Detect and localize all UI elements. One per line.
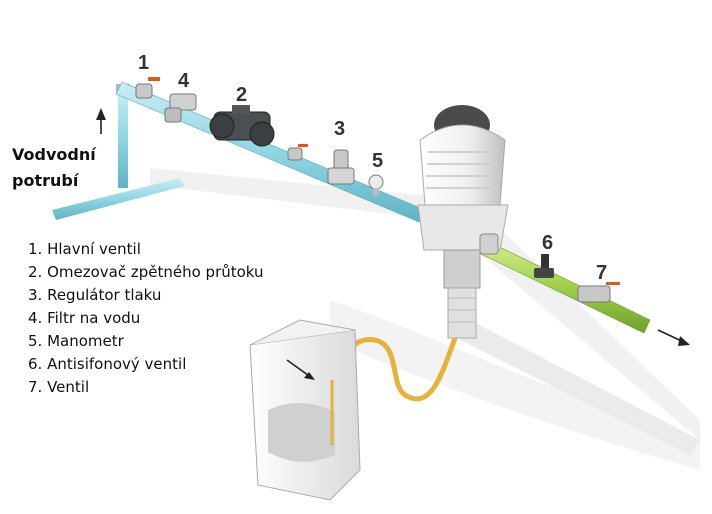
callout-2: 2 (236, 84, 247, 107)
legend-item: 4. Filtr na vodu (28, 307, 264, 330)
chemical-tank-icon (250, 320, 360, 500)
legend-item: 2. Omezovač zpětného průtoku (28, 261, 264, 284)
inlet-pipe-label-line2: potrubí (12, 168, 96, 194)
component-legend: 1. Hlavní ventil 2. Omezovač zpětného pr… (28, 238, 264, 399)
callout-4: 4 (178, 70, 189, 93)
legend-item: 5. Manometr (28, 330, 264, 353)
main-valve-icon (136, 77, 160, 98)
dosing-pump-icon (418, 105, 508, 338)
legend-item: 3. Regulátor tlaku (28, 284, 264, 307)
callout-1: 1 (138, 52, 149, 75)
pressure-regulator-icon (328, 150, 354, 184)
flow-up-arrow (96, 108, 106, 134)
outlet-valve-icon (578, 282, 620, 302)
inlet-pipe-label: Vodvodní potrubí (12, 142, 96, 194)
callout-6: 6 (542, 232, 553, 255)
legend-item: 7. Ventil (28, 376, 264, 399)
legend-item: 6. Antisifonový ventil (28, 353, 264, 376)
inline-valve-icon (288, 144, 308, 160)
legend-item: 1. Hlavní ventil (28, 238, 264, 261)
callout-5: 5 (372, 150, 383, 173)
callout-3: 3 (334, 118, 345, 141)
backflow-preventer-icon (210, 105, 274, 146)
callout-7: 7 (596, 262, 607, 285)
inlet-pipe-label-line1: Vodvodní (12, 142, 96, 168)
